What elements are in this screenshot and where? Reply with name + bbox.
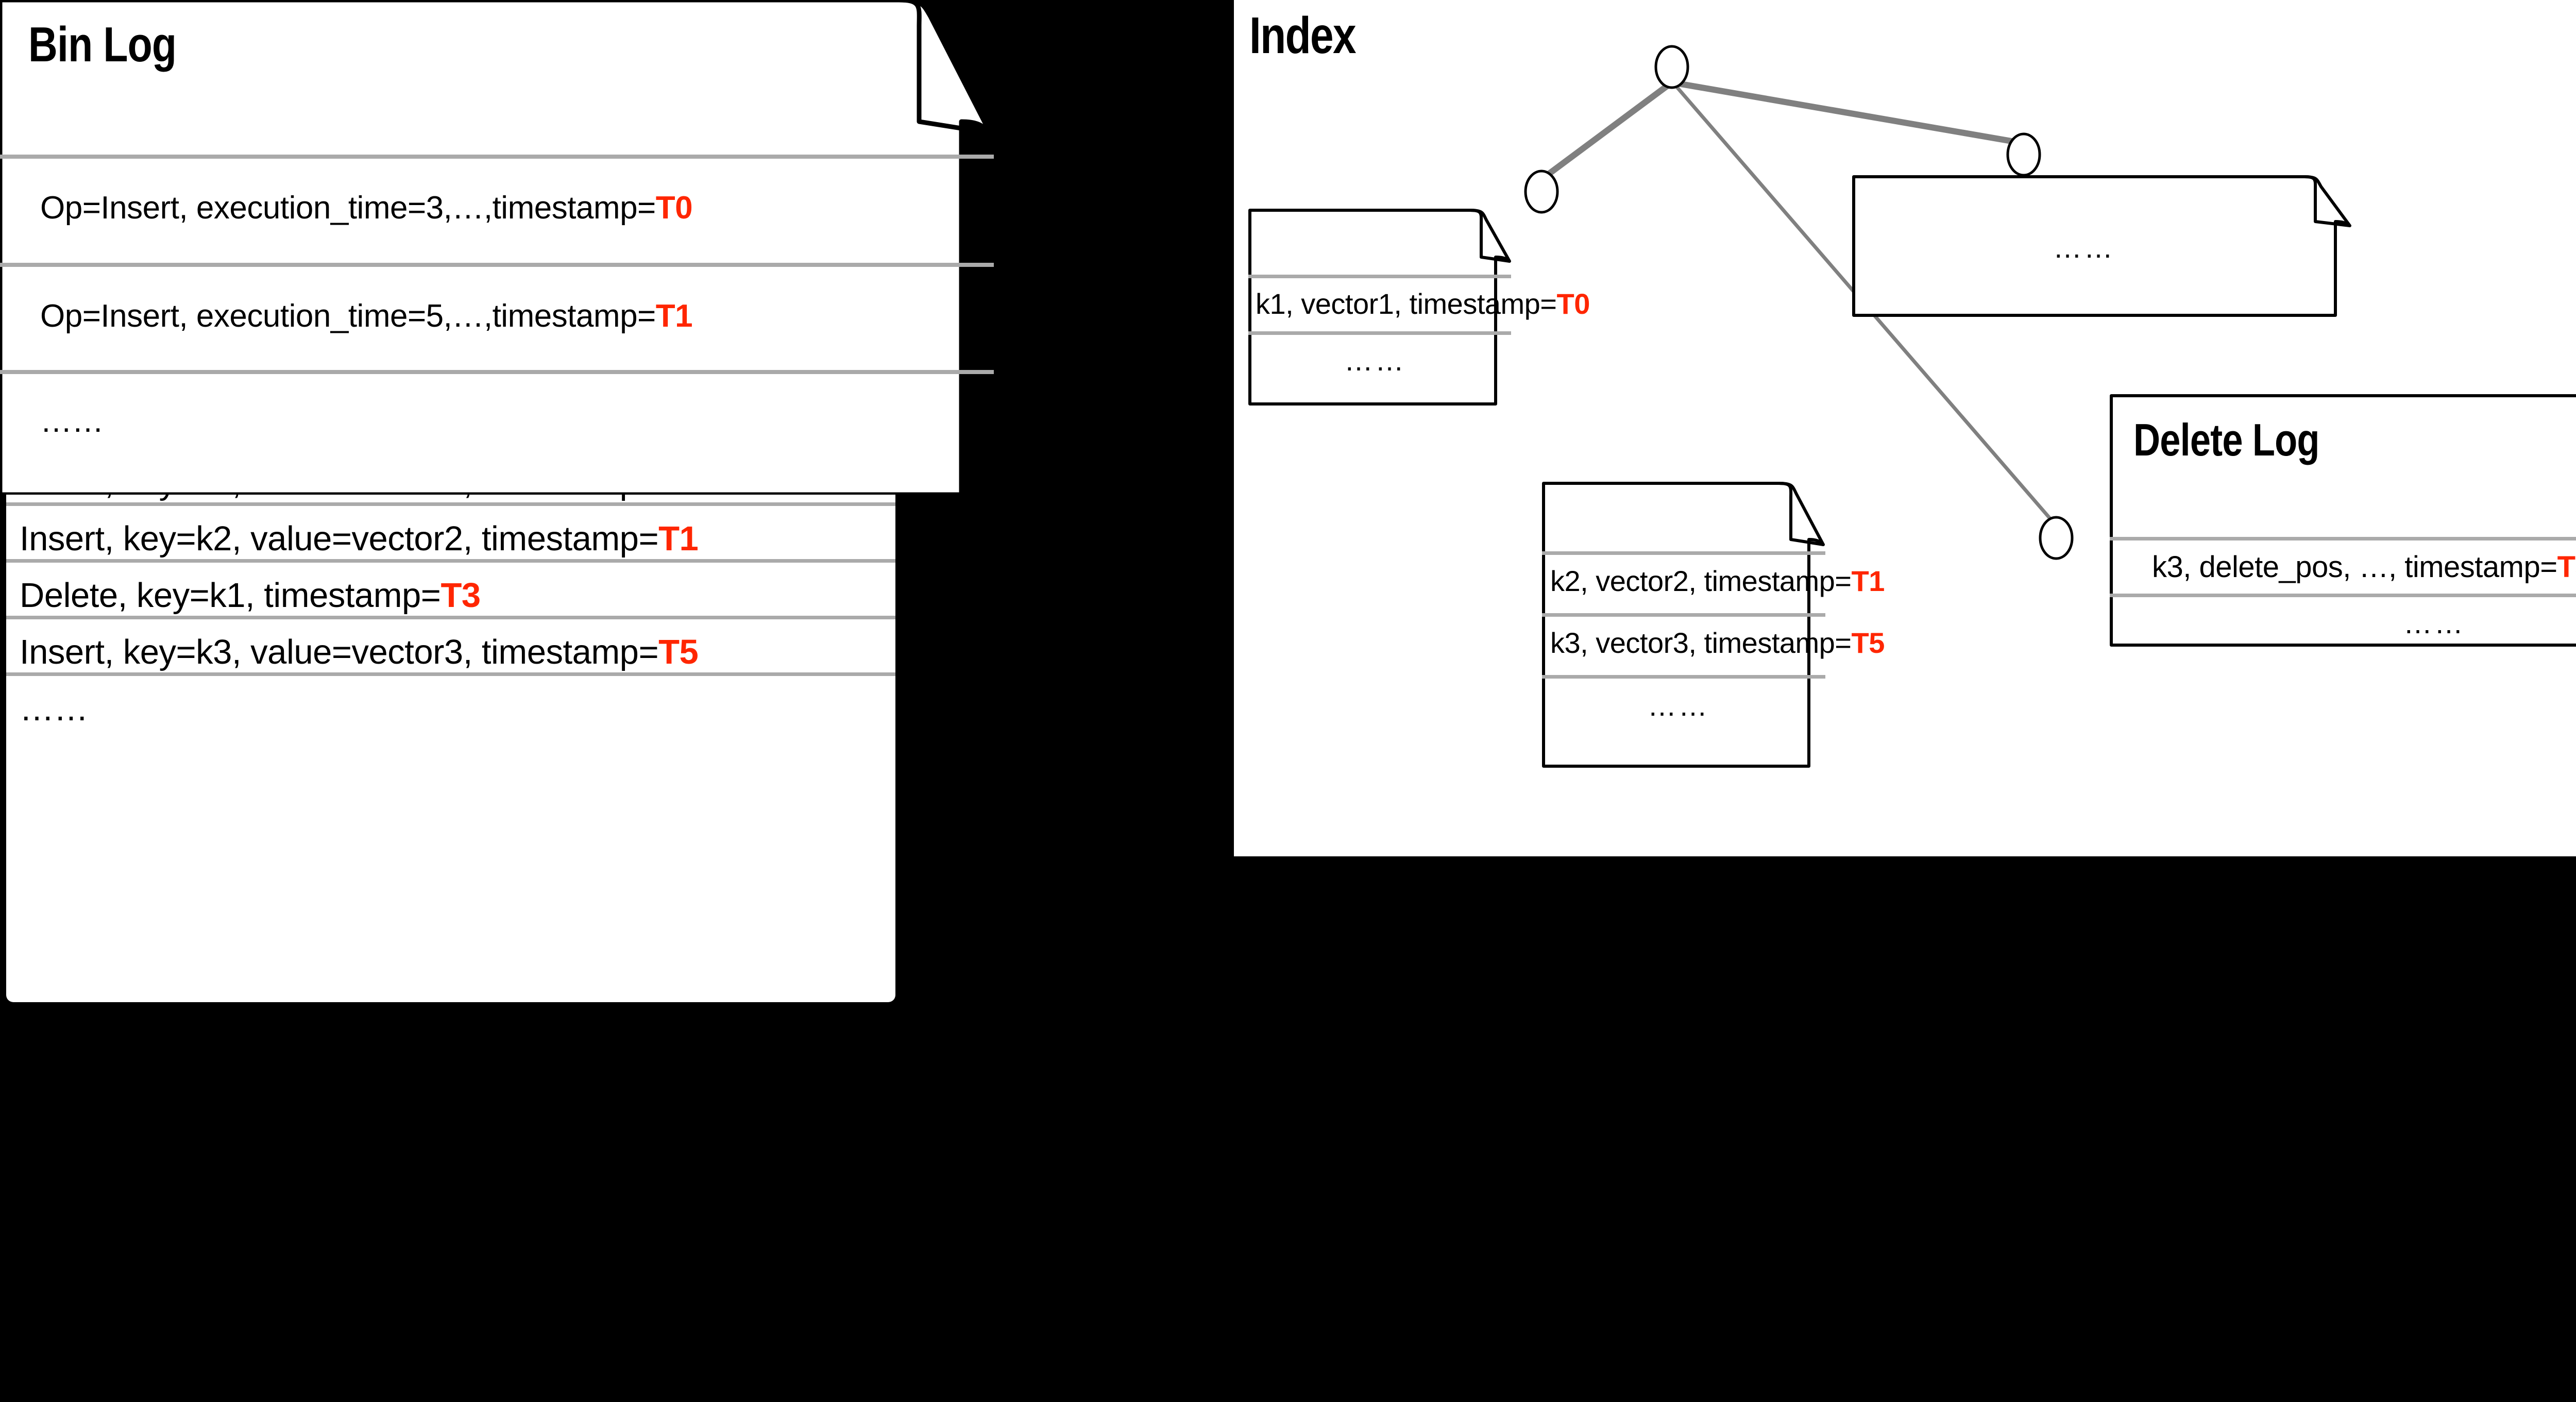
- bin-log-row-text: Op=Insert, execution_time=5,…,timestamp=…: [40, 298, 693, 334]
- wal-row: Delete, key=k1, timestamp=T3: [6, 559, 895, 626]
- timestamp-value: T1: [655, 298, 693, 334]
- root-node-icon: [1654, 45, 1689, 89]
- document-shape: [1852, 175, 2351, 317]
- bin-log-title: Bin Log: [28, 17, 177, 72]
- leaf-row-text: ……: [1648, 689, 1709, 722]
- timestamp-value: T5: [1851, 627, 1885, 659]
- leaf-rows: k2, vector2, timestamp=T1 k3, vector3, t…: [1542, 482, 1885, 768]
- row-separator: [1542, 551, 1825, 555]
- wal-row-text: Insert, key=k2, value=vector2, timestamp…: [20, 519, 699, 558]
- bin-log-row-text: ……: [40, 403, 104, 439]
- delete-log-row-text: ……: [2403, 607, 2465, 639]
- index-leaf-empty: ……: [1852, 175, 2352, 317]
- row-separator: [6, 616, 895, 619]
- timestamp-value: T3: [2557, 550, 2576, 584]
- index-title: Index: [1249, 7, 1357, 64]
- leaf-row-text: k2, vector2, timestamp=T1: [1550, 565, 1885, 597]
- wal-row: ……: [6, 672, 895, 739]
- document-shape: [1248, 209, 1511, 406]
- delete-log-title: Delete Log: [2133, 414, 2319, 465]
- bin-log-row-text: Op=Insert, execution_time=3,…,timestamp=…: [40, 190, 693, 226]
- timestamp-value: T0: [655, 190, 693, 226]
- document-shape: [0, 0, 992, 495]
- leaf-row-text: k3, vector3, timestamp=T5: [1550, 627, 1885, 659]
- delete-log-box: Delete Log k3, delete_pos, …, timestamp=…: [2110, 394, 2576, 647]
- row-separator: [1542, 675, 1825, 679]
- tree-edge-right: [1671, 79, 2025, 146]
- timestamp-value: T1: [658, 519, 699, 558]
- row-separator: [6, 502, 895, 506]
- index-leaf-k1: k1, vector1, timestamp=T0 ……: [1248, 209, 1590, 406]
- delete-log-row-text: k3, delete_pos, …, timestamp=T3: [2152, 550, 2576, 584]
- row-separator: [1248, 331, 1511, 335]
- row-separator: [6, 559, 895, 563]
- wal-row-text: ……: [20, 689, 89, 728]
- leaf-rows: k1, vector1, timestamp=T0 ……: [1248, 209, 1590, 406]
- row-separator: [0, 155, 994, 159]
- row-separator: [1248, 275, 1511, 278]
- document-shape: [2110, 394, 2576, 647]
- leaf-row-text: ……: [2053, 231, 2115, 264]
- row-separator: [1542, 613, 1825, 617]
- timestamp-value: T3: [440, 576, 481, 615]
- middle-node-icon: [2039, 516, 2074, 560]
- right-node-icon: [2006, 132, 2041, 177]
- left-node-icon: [1524, 170, 1559, 214]
- row-separator: [0, 263, 994, 267]
- bin-log-panel: Bin Log Op=Insert, execution_time=3,…,ti…: [0, 0, 994, 495]
- tree-edge-left: [1539, 80, 1674, 182]
- index-leaf-k2k3: k2, vector2, timestamp=T1 k3, vector3, t…: [1542, 482, 1885, 768]
- wal-row: Insert, key=k2, value=vector2, timestamp…: [6, 502, 895, 569]
- index-panel: Index k1, vector1, timestamp=T0 ……: [1234, 0, 2576, 856]
- wal-row: Insert, key=k3, value=vector3, timestamp…: [6, 616, 895, 683]
- delete-log-rows: Delete Log k3, delete_pos, …, timestamp=…: [2110, 394, 2576, 647]
- row-separator: [2110, 594, 2576, 597]
- wal-row-text: Delete, key=k1, timestamp=T3: [20, 576, 481, 615]
- row-separator: [2110, 537, 2576, 540]
- timestamp-value: T0: [1556, 288, 1590, 320]
- timestamp-value: T1: [1851, 565, 1885, 597]
- timestamp-value: T5: [658, 633, 699, 671]
- leaf-row-text: ……: [1344, 344, 1406, 377]
- wal-row-text: Insert, key=k3, value=vector3, timestamp…: [20, 633, 699, 671]
- row-separator: [0, 370, 994, 374]
- leaf-rows: ……: [1852, 175, 2352, 317]
- row-separator: [6, 672, 895, 676]
- leaf-row-text: k1, vector1, timestamp=T0: [1256, 288, 1590, 320]
